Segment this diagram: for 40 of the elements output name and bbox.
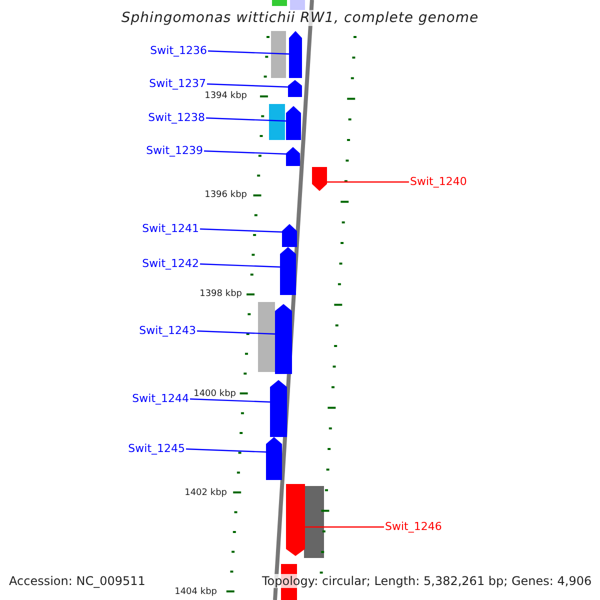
- gene-block: [266, 437, 282, 480]
- gene-block: [270, 380, 287, 437]
- gene-block: [286, 484, 305, 556]
- gene-block: [286, 106, 301, 140]
- gene-label: Swit_1238: [148, 111, 205, 124]
- leader-line: [186, 448, 266, 453]
- gene-label: Swit_1245: [128, 442, 185, 455]
- scale-label: 1400 kbp: [194, 389, 236, 399]
- gene-label: Swit_1242: [142, 257, 199, 270]
- gene-block: [312, 167, 327, 191]
- scale-label: 1402 kbp: [184, 488, 227, 498]
- scale-label: 1396 kbp: [204, 190, 247, 200]
- gene-block: [282, 224, 297, 247]
- leader-line: [190, 398, 270, 403]
- leader-line: [196, 330, 276, 335]
- leader-line: [206, 117, 286, 122]
- scale-label: 1398 kbp: [200, 289, 242, 299]
- gene-block: [275, 304, 292, 374]
- leader-line: [327, 181, 409, 183]
- gene-label: Swit_1236: [150, 44, 207, 57]
- genome-stats-text: Topology: circular; Length: 5,382,261 bp; Genes: 4,906: [262, 574, 592, 588]
- gene-label: Swit_1246: [385, 520, 442, 533]
- gene-label: Swit_1241: [142, 222, 199, 235]
- leader-line: [206, 83, 288, 88]
- gene-label: Swit_1237: [149, 77, 206, 90]
- gene-label: Swit_1240: [410, 175, 467, 188]
- gene-label: Swit_1243: [139, 324, 196, 337]
- scale-label: 1394 kbp: [204, 91, 247, 101]
- scale-label: 1404 kbp: [174, 587, 217, 597]
- gene-label: Swit_1239: [146, 144, 203, 157]
- leader-line: [208, 50, 290, 55]
- leader-line: [305, 526, 384, 528]
- gene-block: [288, 80, 302, 97]
- gene-block: [286, 147, 300, 166]
- gene-block: [289, 31, 302, 78]
- leader-line: [200, 263, 280, 268]
- gene-label: Swit_1244: [132, 392, 189, 405]
- leader-line: [204, 150, 286, 155]
- leader-line: [200, 228, 282, 233]
- accession-text: Accession: NC_009511: [9, 574, 146, 588]
